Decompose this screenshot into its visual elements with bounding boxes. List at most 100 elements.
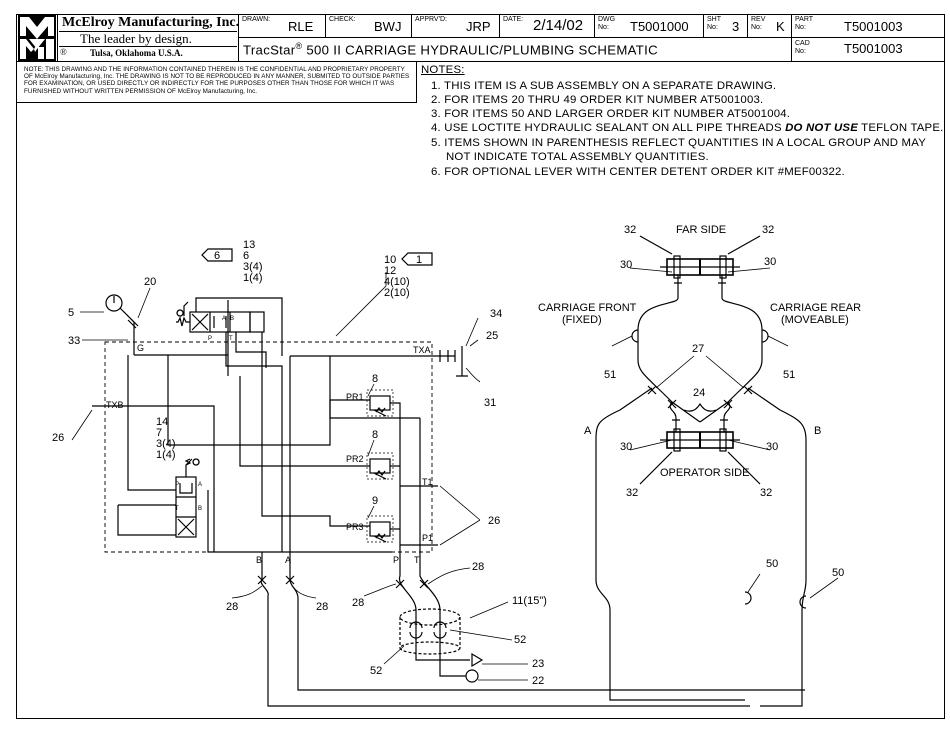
- label-6: 6: [243, 250, 249, 262]
- txa-fitting: [439, 346, 463, 366]
- part-label-1: PART: [795, 16, 814, 23]
- date-label: DATE:: [503, 16, 524, 23]
- rear-outer: [747, 387, 807, 707]
- label-1-4b: 1(4): [156, 449, 176, 461]
- part-label-2: No:: [795, 24, 806, 31]
- drawing-title-product: TracStar: [243, 42, 296, 58]
- label-moveable: (MOVEABLE): [781, 314, 849, 326]
- label-3-4: 3(4): [243, 261, 263, 273]
- dwg-label-2: No:: [598, 24, 609, 31]
- swivel-50-right-icon: [799, 595, 807, 609]
- label-31: 31: [484, 397, 496, 409]
- lower-valve-b: B: [198, 506, 202, 512]
- hose-bundle-bottom: [399, 641, 461, 655]
- hose-t: [419, 552, 441, 640]
- label-pr1: PR1: [346, 392, 364, 402]
- swivel-50-left-icon: [744, 591, 752, 605]
- hose-a: [289, 552, 805, 691]
- operator-arrow-l: [639, 451, 673, 485]
- directional-valve-top: [189, 311, 251, 333]
- second-valve-loop: [117, 504, 176, 536]
- company-location: Tulsa, Oklahoma U.S.A.: [90, 48, 183, 58]
- manifold-boundary: [104, 341, 433, 553]
- drawn-label: DRAWN:: [242, 16, 271, 23]
- operator-side-end-r: [719, 428, 727, 452]
- label-23: 23: [532, 658, 544, 670]
- rev-value: K: [776, 19, 785, 34]
- label-5: 5: [68, 307, 74, 319]
- far-side-end-r: [719, 255, 727, 279]
- label-carriage-rear: CARRIAGE REAR: [770, 302, 861, 314]
- valve-top-parallel: [213, 316, 227, 328]
- item-flag-1: [401, 252, 433, 266]
- coupler-23-icon: [471, 652, 484, 668]
- valve-port-a: A: [222, 316, 226, 322]
- label-txb: TXB: [106, 400, 124, 410]
- label-27: 27: [692, 343, 704, 355]
- coupler-22-icon: [465, 669, 479, 683]
- bottom-port-b: B: [256, 555, 262, 565]
- drawing-title-reg: ®: [295, 41, 303, 51]
- front-outer: [595, 387, 745, 701]
- valve-lower-cross: [177, 518, 195, 536]
- coupler-line-p: [415, 638, 470, 661]
- far-side-arrow-r: [727, 235, 761, 255]
- txa-vertical: [456, 366, 468, 377]
- label-28b: 28: [316, 601, 328, 613]
- label-30d: 30: [766, 441, 778, 453]
- label-8b: 8: [372, 429, 378, 441]
- relief-valve-pr3: [366, 515, 400, 543]
- far-side-ports: [674, 275, 726, 285]
- label-operator-side: OPERATOR SIDE: [660, 467, 749, 479]
- label-25: 25: [486, 330, 498, 342]
- apprvd-label: APPRV'D:: [415, 16, 447, 23]
- note-1: 1. THIS ITEM IS A SUB ASSEMBLY ON A SEPA…: [431, 80, 777, 92]
- label-32a: 32: [624, 224, 636, 236]
- label-12: 12: [384, 265, 396, 277]
- label-24: 24: [693, 387, 705, 399]
- drawing-border: [16, 61, 945, 719]
- flag-1-label: 1: [416, 254, 422, 266]
- leader-lines: [71, 267, 839, 681]
- check-label: CHECK:: [329, 16, 356, 23]
- top-connect: [329, 356, 420, 419]
- valve-port-p: P: [208, 336, 212, 342]
- label-4-10: 4(10): [384, 276, 410, 288]
- valve-top-lever-icon: [176, 301, 189, 317]
- note-2: 2. FOR ITEMS 20 THRU 49 ORDER KIT NUMBER…: [431, 94, 764, 106]
- rear-cross-lower: [723, 401, 731, 432]
- diagram-labels: 5 20 33 G 13 6 3(4) 1(4) 6 B A P T 10 1 …: [52, 224, 861, 687]
- label-32d: 32: [760, 487, 772, 499]
- label-1-4: 1(4): [243, 272, 263, 284]
- label-port-a-right: A: [584, 425, 592, 437]
- label-51a: 51: [604, 369, 616, 381]
- sht-label-2: No:: [707, 24, 718, 31]
- lower-valve-t: T: [175, 506, 179, 512]
- drawing-title-desc: 500 II CARRIAGE HYDRAULIC/PLUMBING SCHEM…: [302, 42, 658, 58]
- valve-lower-spring: [184, 458, 192, 466]
- label-50a: 50: [766, 558, 778, 570]
- label-28a: 28: [226, 601, 238, 613]
- p-line-inner: [207, 490, 392, 553]
- label-carriage-front: CARRIAGE FRONT: [538, 302, 637, 314]
- rear-joint: [761, 329, 769, 343]
- sht-value: 3: [732, 19, 740, 34]
- label-26-right: 26: [488, 515, 500, 527]
- label-pr2: PR2: [346, 454, 364, 464]
- relief-valve-pr2: [366, 452, 400, 480]
- cad-value: T5001003: [844, 41, 903, 56]
- notes-heading: NOTES:: [421, 64, 465, 76]
- label-52a: 52: [514, 634, 526, 646]
- far-side-arrow-l: [639, 235, 673, 255]
- drawing-title: TracStar® 500 II CARRIAGE HYDRAULIC/PLUM…: [243, 41, 658, 57]
- valve-port-t: T: [229, 336, 233, 342]
- cross-marks: [647, 385, 753, 409]
- valve-top-cross: [191, 313, 209, 331]
- check-value: BWJ: [374, 19, 402, 34]
- legal-note: NOTE: THIS DRAWING AND THE INFORMATION C…: [24, 66, 410, 95]
- legal-note-box: [16, 61, 417, 103]
- label-9: 9: [372, 495, 378, 507]
- company-divider: [59, 31, 237, 32]
- note-4-text: 4. USE LOCTITE HYDRAULIC SEALANT ON ALL …: [431, 122, 786, 134]
